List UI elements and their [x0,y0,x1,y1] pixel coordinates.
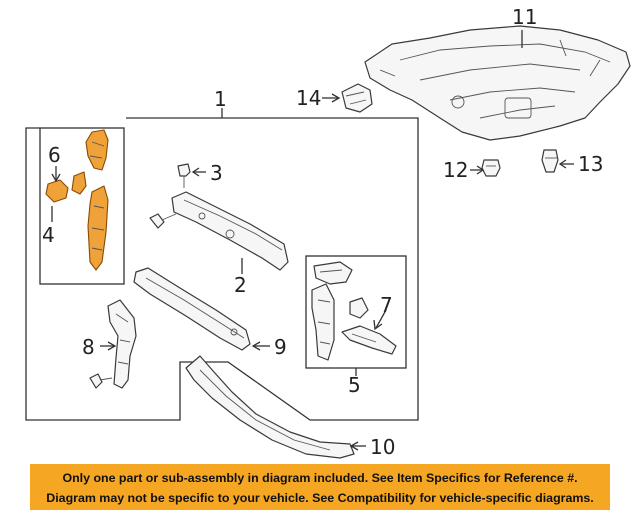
callout-5: 5 [348,373,361,397]
bracket-part-7 [341,325,397,355]
bottom-bar-part-10 [185,355,355,459]
bolt-near-part-2 [149,213,177,229]
callout-13: 13 [578,152,603,176]
callout-1: 1 [214,87,227,111]
leader-7 [375,309,387,329]
clip-part-14 [341,83,373,113]
callout-2: 2 [234,273,247,297]
small-bracket-box-5 [349,297,369,319]
callout-4: 4 [42,223,55,247]
disclaimer-banner: Only one part or sub-assembly in diagram… [30,464,610,510]
leader-8-arrow [107,341,117,351]
callout-12: 12 [443,158,468,182]
leader-6-arrow [51,173,61,183]
subassembly-box-4 [39,127,125,285]
highlighted-bracket-small [71,171,87,195]
callout-10: 10 [370,435,395,459]
bracket-upper-box-5 [313,261,353,285]
side-support-part-8 [107,299,137,389]
highlighted-bracket-part-6 [45,179,69,203]
callout-9: 9 [274,335,287,359]
parts-diagram: 11 14 12 13 1 6 4 [25,5,631,459]
lower-tie-bar-part-9 [133,267,251,351]
clip-part-13 [541,149,559,173]
disclaimer-line-1: Only one part or sub-assembly in diagram… [62,471,578,485]
leader-7-arrow [373,319,383,331]
disclaimer-line-2: Diagram may not be specific to your vehi… [46,491,594,505]
bolt-near-part-8 [89,373,113,389]
callout-6: 6 [48,143,61,167]
bolt-part-12 [481,159,501,177]
leader-12-arrow [476,165,485,175]
highlighted-bracket-upper [85,129,109,171]
leader-10-arrow [349,441,359,451]
pillar-box-5 [311,283,335,361]
callout-14: 14 [296,86,321,110]
callout-11: 11 [512,5,537,29]
leader-9-arrow [251,341,261,351]
engine-under-cover-part-11 [364,25,631,141]
leader-14-arrow [331,93,341,103]
leader-3-arrow [191,167,200,177]
callout-3: 3 [210,161,223,185]
bolt-part-3 [177,163,191,188]
highlighted-pillar [87,185,109,271]
callout-7: 7 [380,293,393,317]
upper-tie-bar-part-2 [171,191,289,271]
callout-8: 8 [82,335,95,359]
leader-13-arrow [558,159,567,169]
